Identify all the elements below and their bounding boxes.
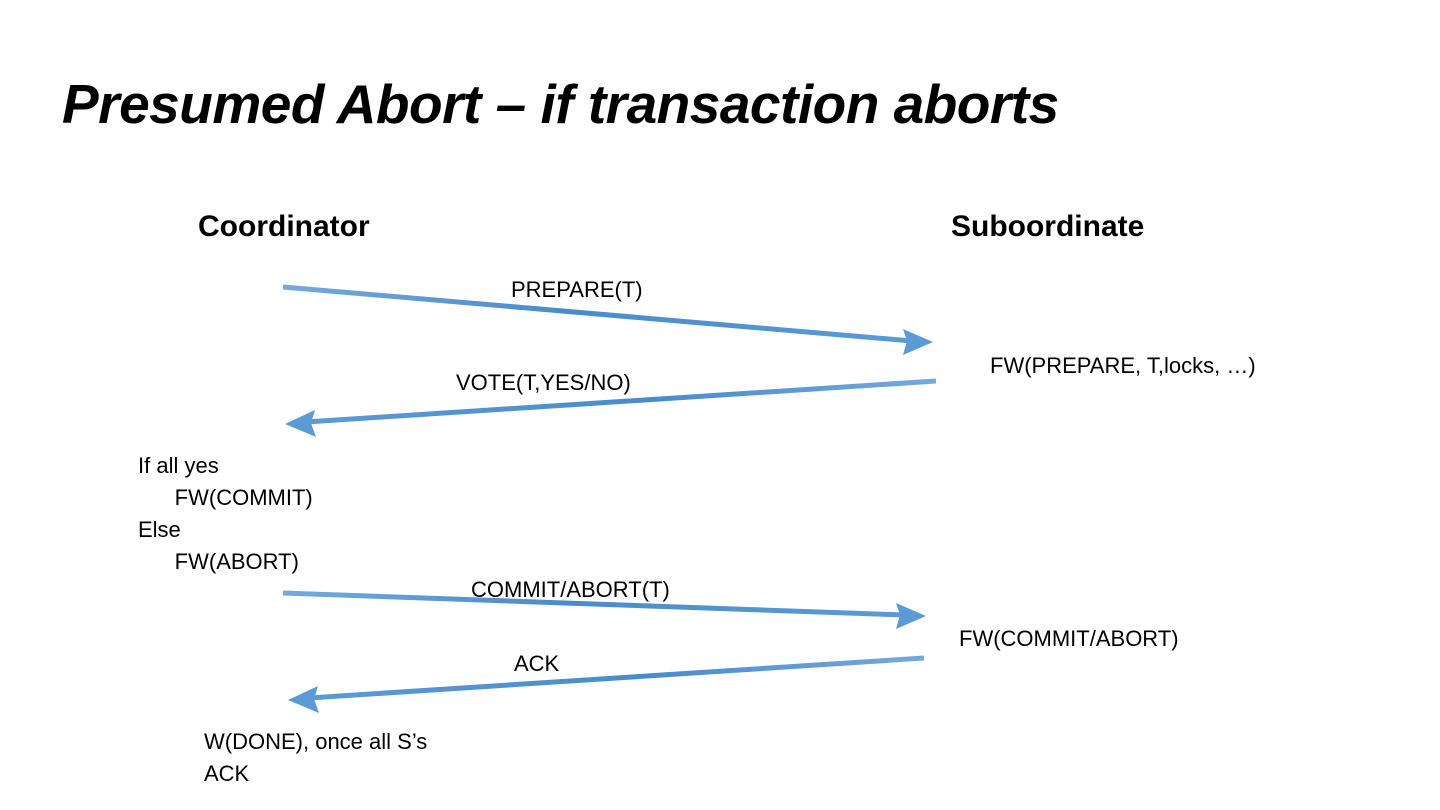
note-done-block: W(DONE), once all S’s ACK [204,729,428,786]
page-title: Presumed Abort – if transaction aborts [62,73,1059,135]
message-label-ack: ACK [514,651,560,676]
arrow-commit-abort [282,590,926,629]
arrow-ack [288,655,925,713]
lane-header-coordinator: Coordinator [198,210,370,243]
note-fw-commit-abort: FW(COMMIT/ABORT) [959,626,1179,651]
arrow-prepare [282,284,933,355]
message-label-commit-abort: COMMIT/ABORT(T) [471,577,670,602]
note-fw-prepare: FW(PREPARE, T,locks, …) [990,353,1256,378]
message-label-prepare: PREPARE(T) [511,277,643,302]
note-decision-block: If all yes FW(COMMIT) Else FW(ABORT) [138,453,313,574]
arrow-vote [285,378,937,437]
lane-header-suboordinate: Suboordinate [951,210,1145,243]
message-label-vote: VOTE(T,YES/NO) [456,370,631,395]
